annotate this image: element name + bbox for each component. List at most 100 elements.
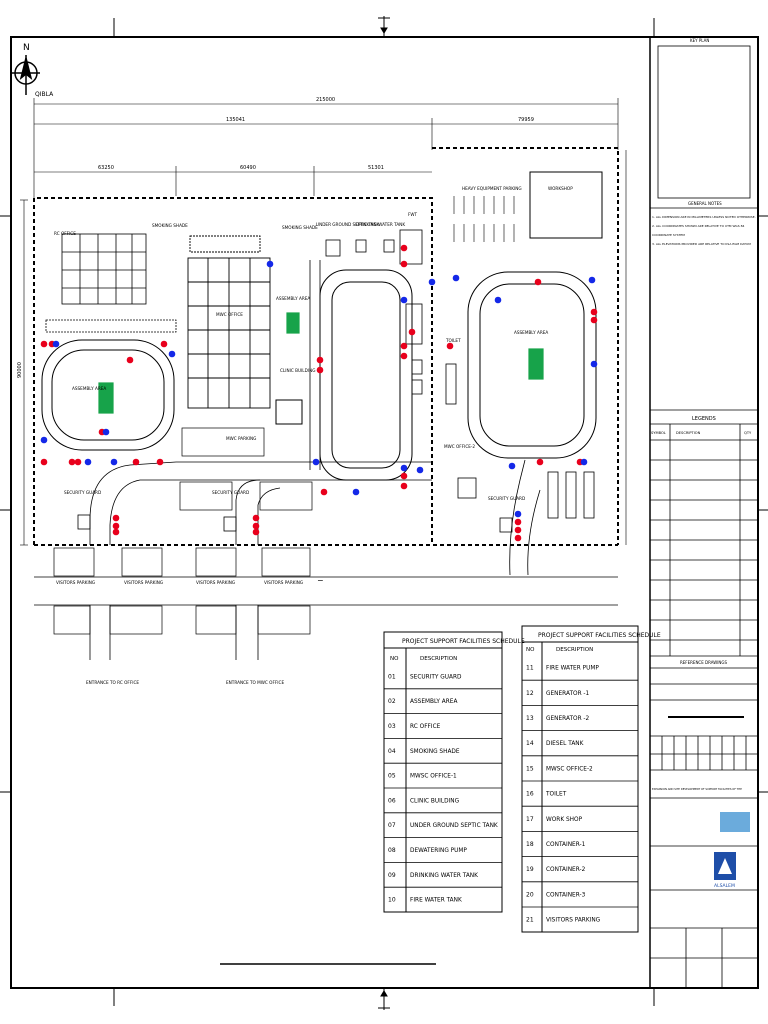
red-marker bbox=[400, 244, 408, 252]
blue-marker bbox=[416, 466, 424, 474]
dim-right: 79959 bbox=[518, 117, 534, 123]
schedule-row-desc: WORK SHOP bbox=[546, 817, 583, 823]
label-security-1: SECURITY GUARD bbox=[64, 490, 101, 495]
sheet-frame bbox=[10, 36, 759, 989]
blue-marker bbox=[110, 458, 118, 466]
fire-extinguisher-markers bbox=[40, 244, 598, 542]
schedule-row-desc: ASSEMBLY AREA bbox=[410, 699, 457, 705]
red-marker bbox=[252, 522, 260, 530]
schedule-row-no: 20 bbox=[526, 891, 534, 898]
red-marker bbox=[68, 458, 76, 466]
general-note: 1. ALL DIMENSION ARE IN MILLIMETERS UNLE… bbox=[652, 215, 756, 219]
legend-col-desc: DESCRIPTION bbox=[676, 431, 701, 435]
heavy-parking-stalls bbox=[453, 196, 515, 242]
blue-marker bbox=[266, 260, 274, 268]
mwc-office-building bbox=[187, 235, 271, 409]
schedule-row-desc: GENERATOR -2 bbox=[546, 716, 590, 722]
assembly-signs bbox=[97, 311, 545, 415]
ratio-1: ━━ bbox=[317, 578, 323, 583]
label-workshop: WORKSHOP bbox=[548, 186, 573, 191]
schedule-row-no: 10 bbox=[388, 897, 396, 904]
label-septic: UNDER GROUND SEPTIC TANK bbox=[316, 222, 380, 227]
label-visitors-1: VISITORS PARKING bbox=[56, 580, 95, 585]
blue-marker bbox=[84, 458, 92, 466]
schedule-row-desc: MWSC OFFICE-2 bbox=[546, 766, 593, 772]
schedule-left-rows bbox=[384, 688, 502, 888]
schedule-row-no: 21 bbox=[526, 917, 534, 924]
general-note: 3. ALL ELEVATIONS PROVIDED ARE RELATIVE … bbox=[652, 242, 751, 246]
label-visitors-4: VISITORS PARKING bbox=[264, 580, 303, 585]
schedule-row-no: 06 bbox=[388, 797, 396, 804]
label-visitors-3: VISITORS PARKING bbox=[196, 580, 235, 585]
schedule-left-title: PROJECT SUPPORT FACILITIES SCHEDULE bbox=[402, 638, 525, 645]
schedule-row-no: 17 bbox=[526, 816, 534, 823]
schedule-right-rows bbox=[522, 679, 638, 908]
schedule-row-no: 15 bbox=[526, 765, 534, 772]
general-notes: 1. ALL DIMENSION ARE IN MILLIMETERS UNLE… bbox=[652, 215, 756, 246]
blue-marker bbox=[494, 296, 502, 304]
schedule-row-desc: FIRE WATER PUMP bbox=[546, 666, 599, 672]
label-entrance-mwc: ENTRANCE TO MWC OFFICE bbox=[226, 680, 284, 685]
label-mwc-parking: MWC PARKING bbox=[226, 436, 256, 441]
schedule-row-desc: FIRE WATER TANK bbox=[410, 898, 462, 904]
dim-2: 60490 bbox=[240, 165, 256, 171]
schedule-left-frame bbox=[383, 631, 503, 913]
schedule-row-no: 03 bbox=[388, 723, 396, 730]
parking-lots bbox=[53, 427, 313, 635]
label-security-3: SECURITY GUARD bbox=[488, 496, 525, 501]
red-marker bbox=[400, 472, 408, 480]
label-smoking-1: SMOKING SHADE bbox=[152, 223, 188, 228]
red-marker bbox=[408, 328, 416, 336]
key-plan-label: KEY PLAN bbox=[690, 38, 709, 43]
red-marker bbox=[320, 488, 328, 496]
blue-marker bbox=[580, 458, 588, 466]
security-booths bbox=[77, 514, 513, 533]
schedule-row-desc: TOILET bbox=[545, 792, 567, 798]
schedule-right-col-no: NO bbox=[526, 647, 535, 653]
schedule-left-col-desc: DESCRIPTION bbox=[420, 656, 457, 662]
schedule-row-no: 14 bbox=[526, 740, 534, 747]
general-note: 2. ALL COORDINATES SHOWN ARE RELATIVE TO… bbox=[652, 224, 745, 228]
red-marker bbox=[590, 308, 598, 316]
centering-marks bbox=[0, 16, 768, 1010]
label-entrance-rc: ENTRANCE TO RC OFFICE bbox=[86, 680, 139, 685]
legend-col-symbol: SYMBOL bbox=[651, 431, 666, 435]
label-assembly-2: ASSEMBLY AREA bbox=[276, 296, 310, 301]
red-marker bbox=[514, 518, 522, 526]
schedule-row-desc: SECURITY GUARD bbox=[410, 674, 462, 680]
blue-marker bbox=[168, 350, 176, 358]
dim-left: 135041 bbox=[226, 117, 245, 123]
red-marker bbox=[156, 458, 164, 466]
rc-office-building bbox=[45, 233, 177, 333]
schedule-row-desc: CONTAINER-2 bbox=[546, 867, 586, 873]
red-marker bbox=[160, 340, 168, 348]
label-security-2: SECURITY GUARD bbox=[212, 490, 249, 495]
schedule-right-frame bbox=[521, 625, 639, 933]
schedule-row-desc: GENERATOR -1 bbox=[546, 691, 590, 697]
general-note: COORDINATE SYSTEM bbox=[652, 233, 685, 237]
schedule-row-desc: MWSC OFFICE-1 bbox=[410, 774, 457, 780]
red-marker bbox=[400, 342, 408, 350]
legend-col-qty: QTY bbox=[744, 431, 752, 435]
blue-marker bbox=[514, 510, 522, 518]
reference-drawings-label: REFERENCE DRAWINGS bbox=[680, 660, 727, 665]
general-notes-label: GENERAL NOTES bbox=[688, 201, 722, 206]
blue-marker bbox=[40, 436, 48, 444]
red-marker bbox=[40, 458, 48, 466]
red-marker bbox=[400, 482, 408, 490]
utility-blocks bbox=[325, 229, 595, 519]
red-marker bbox=[316, 366, 324, 374]
label-visitors-2: VISITORS PARKING bbox=[124, 580, 163, 585]
label-assembly-3: ASSEMBLY AREA bbox=[514, 330, 548, 335]
red-marker bbox=[400, 260, 408, 268]
dim-side: 90000 bbox=[17, 362, 23, 378]
schedule-row-no: 01 bbox=[388, 673, 396, 680]
red-marker bbox=[112, 528, 120, 536]
schedule-row-desc: DEWATERING PUMP bbox=[410, 848, 467, 854]
red-marker bbox=[514, 534, 522, 542]
red-marker bbox=[400, 352, 408, 360]
qibla-label: QIBLA bbox=[35, 91, 54, 98]
blue-marker bbox=[400, 464, 408, 472]
company-logo bbox=[714, 812, 750, 880]
